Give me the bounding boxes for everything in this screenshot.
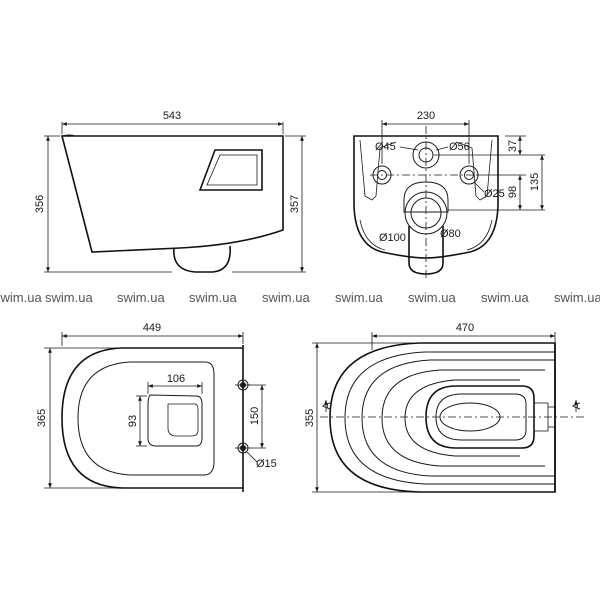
side-view: 543 356 357 <box>34 110 306 273</box>
rear-d100-label: Ø100 <box>379 232 406 244</box>
section-label-right: A <box>571 402 583 410</box>
plan-width-label: 470 <box>456 322 474 334</box>
rear-width-label: 230 <box>417 110 435 122</box>
top-view: 449 365 106 93 150 Ø15 <box>36 322 277 492</box>
watermark-text: swim.ua <box>481 290 529 305</box>
side-view-hinge <box>198 149 263 191</box>
watermark-text: swim.ua <box>335 290 383 305</box>
top-holes-label: 150 <box>249 407 261 425</box>
top-inner-width-label: 106 <box>167 373 185 385</box>
rear-d45-label: Ø45 <box>375 141 396 153</box>
side-view-foot <box>173 245 231 273</box>
top-hole-diameter-label: Ø15 <box>256 458 277 470</box>
watermark-text: swim.ua <box>262 290 310 305</box>
section-label-left: A <box>321 402 333 410</box>
rear-h98-label: 98 <box>507 186 519 198</box>
side-height-left-label: 356 <box>34 195 46 213</box>
watermark-text: swim.ua <box>45 290 93 305</box>
rear-d25-label: Ø25 <box>484 188 505 200</box>
rear-d80-label: Ø80 <box>440 228 461 240</box>
rear-h135-label: 135 <box>529 173 541 191</box>
side-height-right-label: 357 <box>289 195 301 213</box>
rear-h37-label: 37 <box>507 140 519 152</box>
side-view-body <box>60 135 284 253</box>
watermark-row: swim.ua swim.ua swim.ua swim.ua swim.ua … <box>0 290 600 305</box>
plan-view-seat <box>425 385 535 449</box>
watermark-text: swim.ua <box>408 290 456 305</box>
rear-d56-label: Ø56 <box>449 141 470 153</box>
rear-view: 230 Ø45 Ø56 Ø25 Ø100 Ø80 37 98 135 <box>353 110 545 280</box>
watermark-text: swim.ua <box>0 290 42 305</box>
top-inner-height-label: 93 <box>127 415 139 427</box>
top-height-label: 365 <box>36 409 48 427</box>
top-view-outline <box>61 347 243 489</box>
plan-view-outer <box>329 342 556 493</box>
watermark-text: swim.ua <box>117 290 165 305</box>
plan-height-label: 355 <box>304 409 316 427</box>
plan-view: A A 470 355 <box>304 322 585 493</box>
side-width-label: 543 <box>163 110 181 122</box>
watermark-text: swim.ua <box>189 290 237 305</box>
top-width-label: 449 <box>143 322 161 334</box>
watermark-text: swim.ua <box>554 290 600 305</box>
